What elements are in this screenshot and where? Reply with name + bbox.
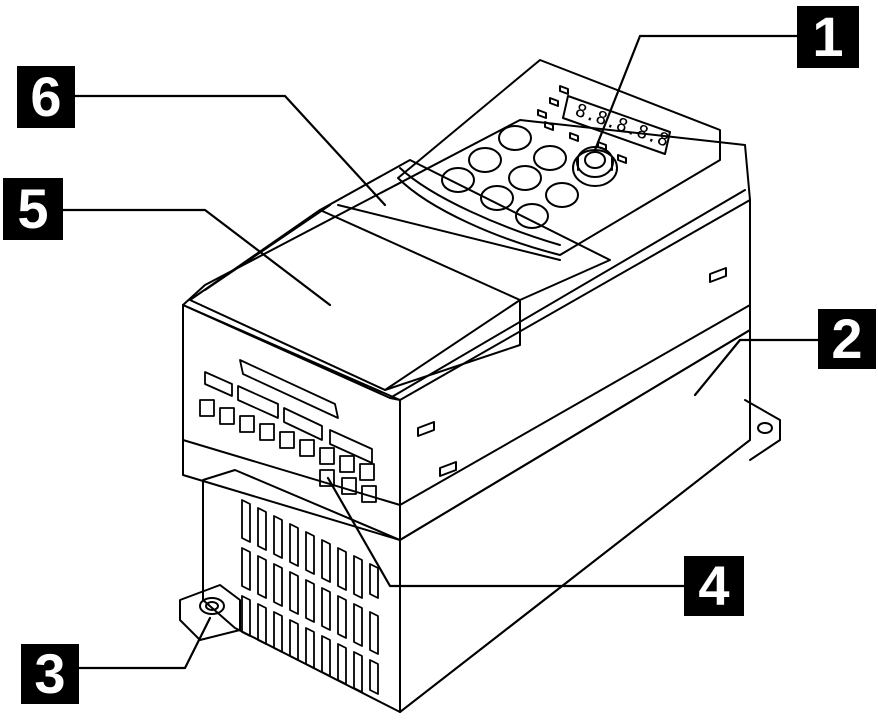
callout-4-label: 4 bbox=[684, 556, 744, 616]
leader-5 bbox=[61, 208, 332, 307]
callout-3-label: 3 bbox=[21, 644, 79, 704]
leader-6 bbox=[73, 94, 387, 207]
leader-4 bbox=[326, 476, 686, 588]
front-cover bbox=[189, 204, 521, 391]
leader-lines bbox=[61, 34, 820, 670]
callout-2-label: 2 bbox=[818, 309, 876, 369]
keypad-cover bbox=[319, 159, 611, 301]
leader-2 bbox=[693, 338, 820, 397]
callout-1-label: 1 bbox=[797, 6, 859, 68]
keypad-panel bbox=[397, 59, 721, 256]
callout-5-label: 5 bbox=[3, 178, 63, 240]
callout-6-label: 6 bbox=[17, 66, 75, 128]
terminal-block bbox=[199, 359, 377, 503]
leader-3 bbox=[77, 616, 212, 670]
main-body bbox=[182, 119, 751, 541]
leader-1 bbox=[593, 34, 799, 152]
heatsink-fins bbox=[241, 499, 379, 695]
